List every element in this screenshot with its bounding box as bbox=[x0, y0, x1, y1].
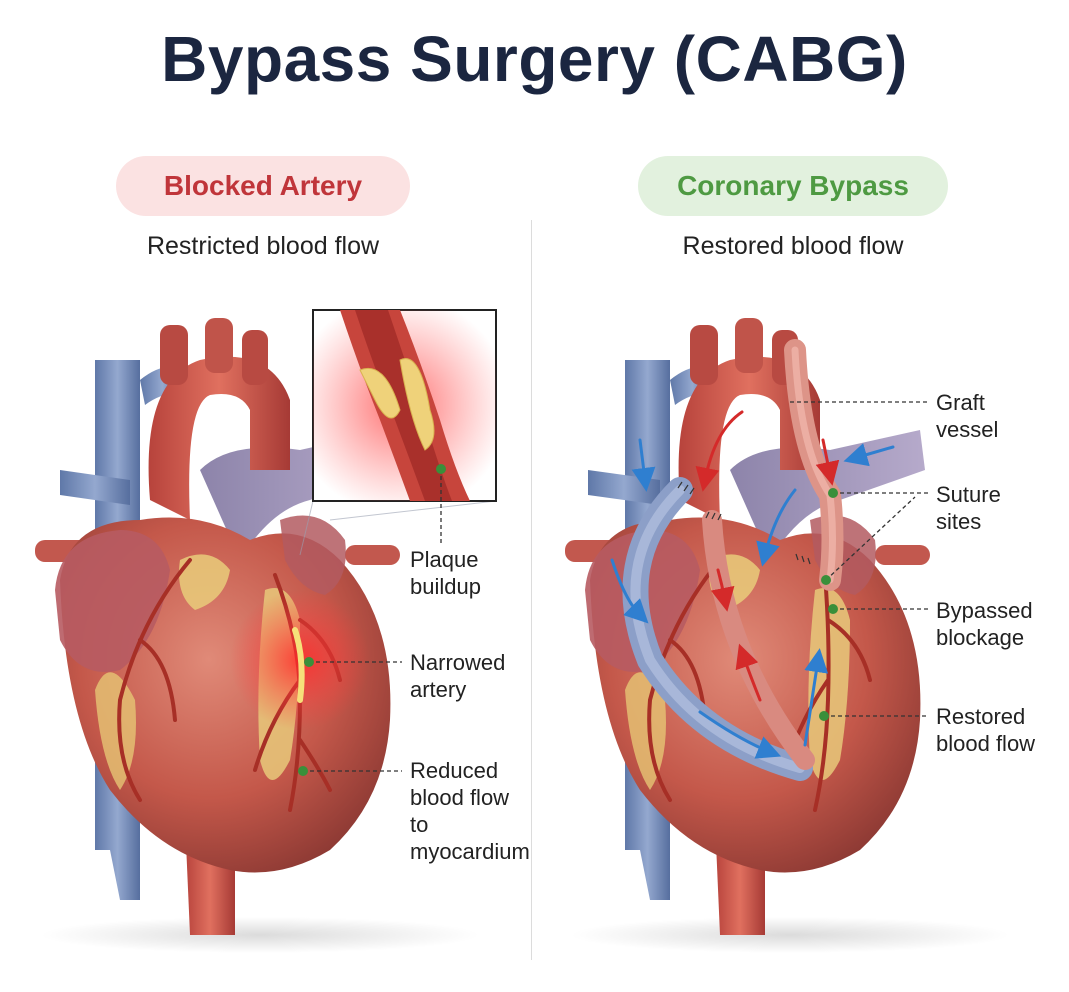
narrowed-marker-dot bbox=[304, 657, 314, 667]
left-callouts bbox=[298, 464, 446, 776]
bypassed-blockage-label: Bypassed blockage bbox=[936, 598, 1033, 650]
page-title: Bypass Surgery (CABG) bbox=[161, 23, 908, 95]
graft-vessel-label: Graft vessel bbox=[936, 390, 999, 442]
plaque-marker-dot bbox=[436, 464, 446, 474]
bypassed-marker-dot bbox=[828, 604, 838, 614]
coronary-bypass-subtitle: Restored blood flow bbox=[682, 232, 904, 260]
restored-blood-flow-label: Restored blood flow bbox=[936, 704, 1036, 756]
panel-divider bbox=[531, 220, 532, 960]
bypass-heart bbox=[565, 318, 1010, 953]
restored-marker-dot bbox=[819, 711, 829, 721]
plaque-inset bbox=[312, 309, 497, 502]
suture-marker-dot bbox=[821, 575, 831, 585]
suture-sites-label: Suture sites bbox=[936, 482, 1001, 534]
reduced-marker-dot bbox=[298, 766, 308, 776]
right-callouts bbox=[790, 401, 928, 721]
blocked-artery-badge: Blocked Artery bbox=[116, 156, 410, 216]
coronary-bypass-badge: Coronary Bypass bbox=[638, 156, 948, 216]
narrowed-artery-label: Narrowed artery bbox=[410, 650, 506, 702]
blocked-artery-subtitle: Restricted blood flow bbox=[146, 232, 380, 260]
plaque-buildup-label: Plaque buildup bbox=[410, 547, 481, 599]
graft-marker-dot bbox=[828, 488, 838, 498]
reduced-blood-flow-label: Reduced blood flow to myocardium bbox=[410, 758, 530, 864]
